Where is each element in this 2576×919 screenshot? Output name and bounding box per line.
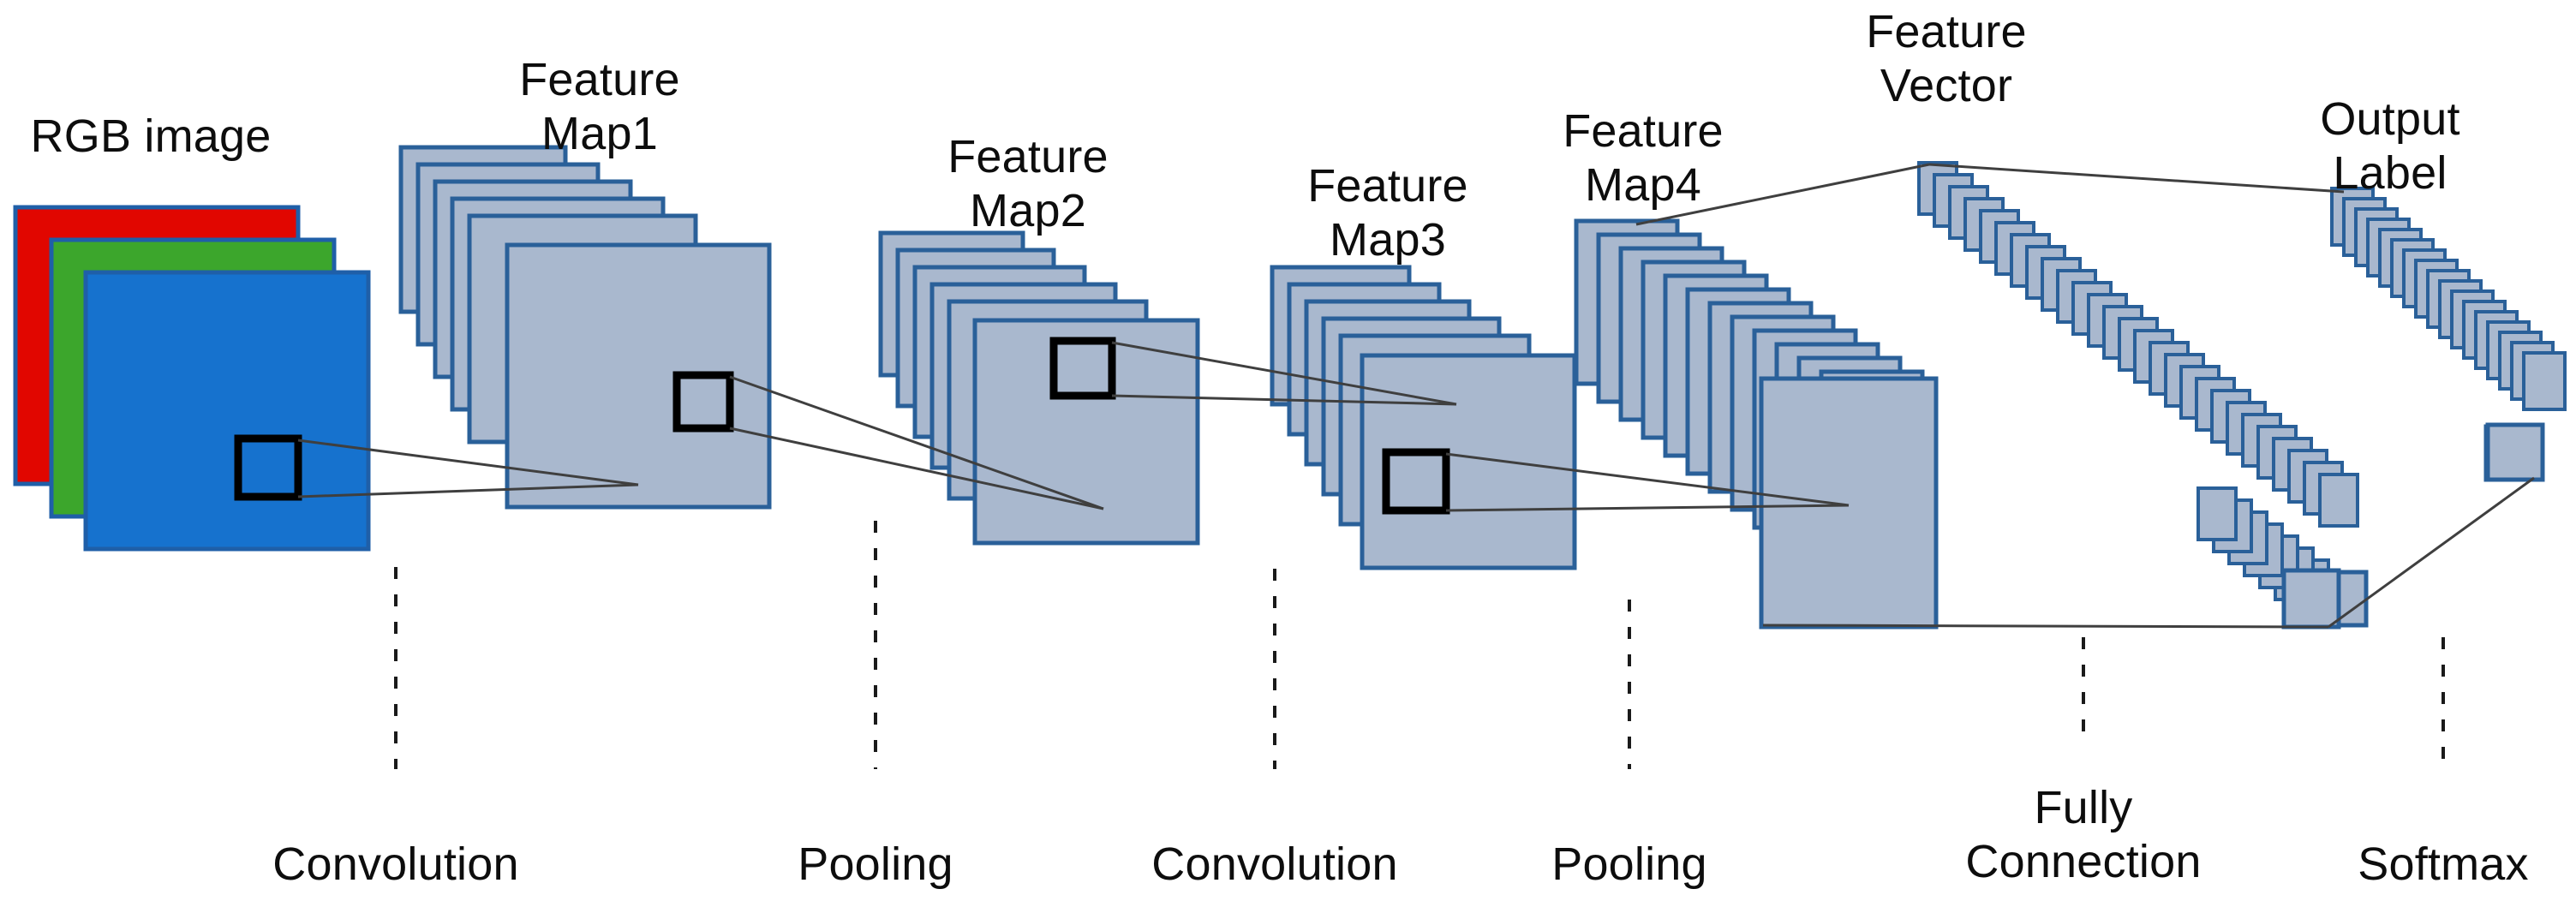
stage-label-line: Label: [2333, 146, 2447, 199]
stage-label-line: Feature: [1307, 160, 1468, 212]
connector-vector-to-output-bottom: [2328, 476, 2535, 629]
feature-vector-card: [2196, 486, 2238, 541]
feature-map-3-card-front: [1360, 353, 1577, 570]
connector-map4-to-vector-top: [1635, 163, 1930, 226]
receptive-field-box-map2: [1049, 337, 1116, 400]
connector-input-to-map1-top: [297, 439, 639, 486]
operation-label-line: Fully: [2034, 782, 2133, 833]
stage-label-line: Map2: [970, 184, 1086, 236]
feature-map-1-stack: [398, 145, 772, 510]
feature-vector-card: [2318, 473, 2359, 528]
connector-map4-to-vector-bottom: [1762, 624, 2329, 629]
output-label-stack: [2330, 187, 2567, 482]
feature-map-3-stack: [1270, 265, 1577, 570]
connector-map2-to-map3-bottom: [1111, 394, 1457, 406]
stage-label-line: Map3: [1330, 213, 1446, 266]
feature-map-4-card-front: [1759, 376, 1939, 630]
stage-label-rgb-image: RGB image: [30, 110, 272, 162]
stage-label-line: Feature: [1563, 105, 1724, 157]
stage-label-line: Feature: [947, 131, 1109, 182]
rgb-image-stack: [13, 205, 371, 552]
feature-map-4-stack: [1574, 218, 1939, 630]
connector-lines: [297, 163, 2535, 629]
operation-label-pooling-2: Pooling: [1551, 838, 1707, 890]
receptive-field-box-input: [234, 434, 302, 501]
receptive-field-box-map3: [1382, 448, 1450, 515]
stage-label-line: Feature: [1866, 6, 2027, 57]
connector-map1-to-map2-top: [729, 375, 1104, 510]
connector-map1-to-map2-bottom: [729, 427, 1104, 510]
stage-separators: [394, 521, 2445, 769]
connector-vector-to-output-top: [1928, 163, 2345, 194]
operation-label-line: Connection: [1965, 835, 2202, 887]
feature-vector-card-front: [2281, 568, 2341, 630]
connector-map2-to-map3-top: [1111, 341, 1457, 406]
rgb-channel-blue: [83, 270, 371, 552]
feature-map-2-card-front: [972, 318, 1200, 546]
operation-label-pooling-1: Pooling: [798, 838, 953, 890]
receptive-field-box-map1: [672, 371, 734, 433]
output-label-card: [2522, 351, 2567, 411]
stage-label-line: Feature: [519, 54, 680, 105]
operation-label-convolution-2: Convolution: [1151, 838, 1398, 890]
stage-label-line: Map1: [541, 107, 658, 159]
stage-label-line: Output: [2320, 93, 2460, 145]
operation-label-convolution-1: Convolution: [272, 838, 519, 890]
connector-input-to-map1-bottom: [297, 483, 639, 498]
feature-map-2-stack: [878, 230, 1200, 546]
operation-label-softmax: Softmax: [2358, 838, 2529, 890]
output-label-card: [2485, 422, 2545, 482]
connector-map3-to-map4-bottom: [1445, 504, 1850, 512]
stage-label-line: Vector: [1880, 59, 2013, 111]
connector-map3-to-map4-top: [1445, 452, 1850, 507]
feature-vector-stack: [1917, 161, 2369, 630]
stage-label-line: Map4: [1585, 158, 1701, 211]
